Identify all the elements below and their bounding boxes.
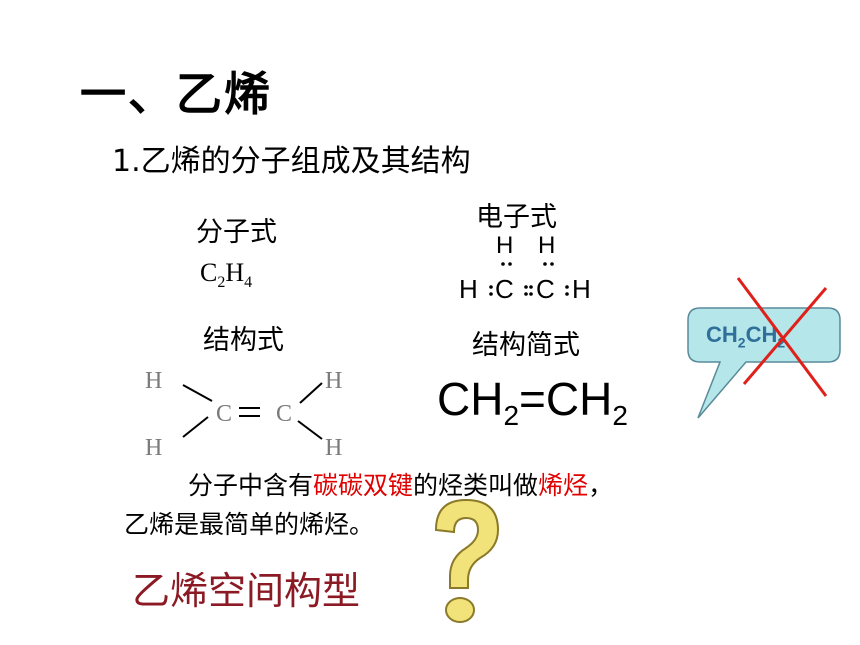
sf-sub1: 2 (503, 400, 520, 432)
struct-h-top-left: H (145, 368, 163, 394)
struct-c-left: C (216, 401, 233, 427)
section-subtitle: 1.乙烯的分子组成及其结构 (112, 144, 471, 179)
spatial-structure-question: 乙烯空间构型 (132, 569, 361, 613)
electron-pair-dots (489, 262, 569, 296)
simplified-formula-label: 结构简式 (472, 330, 580, 361)
def-part1: 分子中含有 (188, 471, 314, 500)
structural-formula-label: 结构式 (203, 325, 284, 356)
question-mark-icon (434, 498, 500, 623)
struct-h-bottom-left: H (145, 435, 163, 461)
struct-c-right: C (276, 401, 293, 427)
mf-carbon-count: 2 (217, 274, 226, 292)
sf-part1: CH (437, 373, 504, 425)
callout-sub1: 2 (737, 334, 746, 351)
def-part3: ， (588, 471, 614, 500)
simplified-formula: CH2=CH2 (437, 372, 628, 432)
electron-formula-label: 电子式 (476, 202, 557, 233)
mf-hydrogen: H (225, 258, 245, 287)
cross-mark-icon (736, 277, 828, 397)
mf-carbon: C (200, 258, 218, 287)
sf-part2: =CH (519, 373, 613, 425)
electron-h-left: H (459, 274, 478, 304)
definition-line1: 分子中含有碳碳双键的烃类叫做烯烃， (188, 466, 613, 502)
electron-c-right: C (536, 274, 555, 304)
struct-h-top-right: H (325, 368, 343, 394)
def-part2: 的烃类叫做 (413, 471, 539, 500)
molecular-formula: C2H4 (200, 258, 252, 292)
definition-line2: 乙烯是最简单的烯烃。 (124, 510, 375, 539)
callout-bubble (687, 307, 841, 419)
def-highlight-double-bond: 碳碳双键 (313, 471, 414, 500)
sf-sub2: 2 (612, 400, 628, 432)
def-highlight-alkene: 烯烃 (538, 471, 589, 500)
electron-h-top-left: H (496, 232, 514, 259)
mf-hydrogen-count: 4 (244, 274, 253, 292)
page-title: 一、乙烯 (80, 67, 272, 121)
molecular-formula-label: 分子式 (196, 217, 277, 248)
callout-text1: CH (706, 322, 738, 347)
electron-h-right: H (572, 274, 591, 304)
electron-h-top-right: H (538, 232, 556, 259)
electron-c-left: C (495, 274, 514, 304)
structural-bonds (182, 382, 323, 440)
struct-h-bottom-right: H (325, 435, 343, 461)
